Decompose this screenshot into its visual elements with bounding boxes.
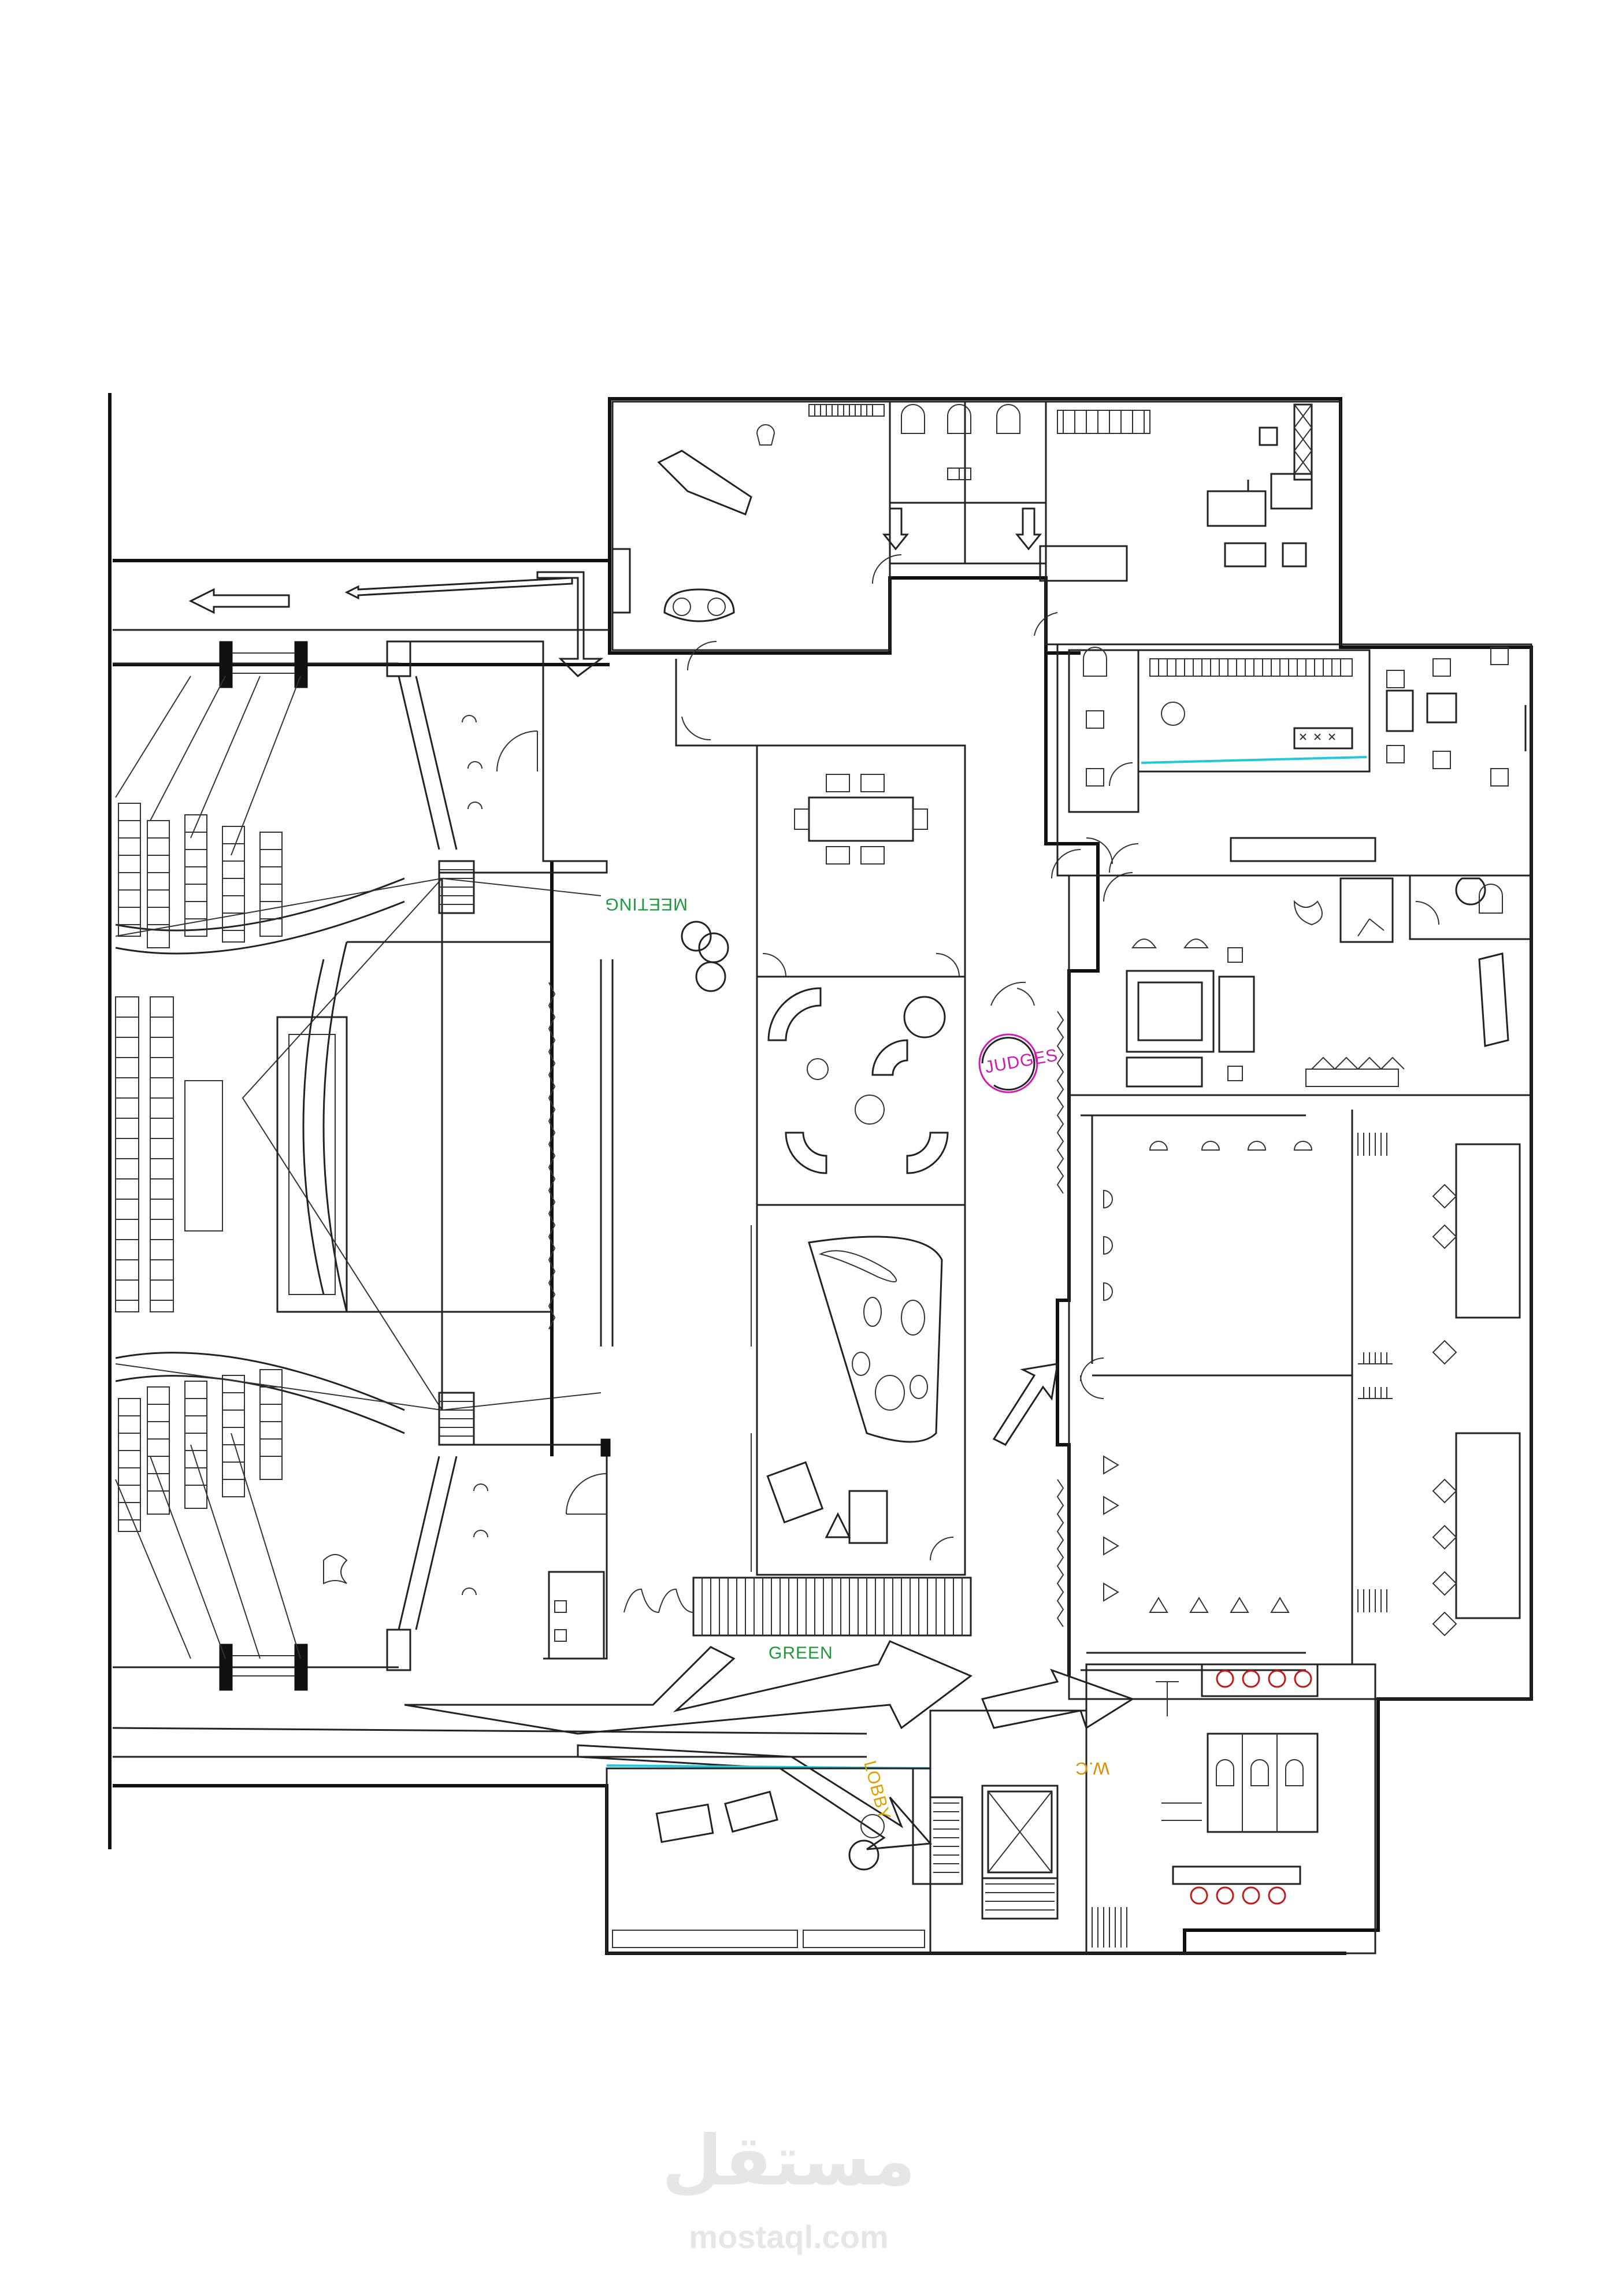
green-room-stairs xyxy=(623,1577,972,1637)
round-table xyxy=(681,921,712,952)
meeting-table xyxy=(808,796,914,842)
lounge-area xyxy=(751,975,966,1576)
seat-rows-upper xyxy=(118,803,283,948)
seating-center xyxy=(115,996,223,1312)
column xyxy=(219,1644,233,1691)
flow-arrow-left-icon xyxy=(188,588,290,614)
room-label-wc: W.C xyxy=(1075,1759,1109,1778)
room-label-meeting: MEETING xyxy=(604,895,688,914)
flow-arrow-down-icon xyxy=(536,571,604,677)
seating-lower xyxy=(115,1352,405,1659)
sculpture-table xyxy=(808,1236,943,1443)
room-label-green: GREEN xyxy=(769,1644,833,1663)
flow-arrow-right-icon xyxy=(404,1640,973,1735)
flow-arrow-right-icon xyxy=(981,1668,1135,1730)
backstage-rooms xyxy=(386,640,611,1671)
flow-arrow-down-right-icon xyxy=(577,1744,933,1850)
wc xyxy=(1085,1663,1376,1954)
top-foyer xyxy=(113,548,631,677)
bottom-corridor xyxy=(112,1640,1135,1850)
column xyxy=(294,641,308,688)
wheelchair-icon xyxy=(323,1554,348,1585)
judges-corridor xyxy=(978,653,1133,1676)
meeting-room xyxy=(675,641,966,1572)
right-suite xyxy=(1056,643,1532,877)
judges-marker-icon xyxy=(978,1033,1038,1093)
room-label-judges: JUDGES xyxy=(983,1045,1059,1077)
lobby xyxy=(606,1767,931,1954)
stair-core xyxy=(929,1709,1087,1954)
column xyxy=(294,1644,308,1691)
entry-door xyxy=(623,1588,694,1613)
glazing-line xyxy=(1141,756,1367,764)
column xyxy=(219,641,233,688)
stage-curtain xyxy=(548,982,556,1330)
watermark-arabic: مستقل xyxy=(662,2121,916,2201)
auditorium xyxy=(113,641,602,1691)
seating-upper xyxy=(115,676,405,955)
flow-arrow-left-icon xyxy=(344,577,573,600)
flow-arrow-up-right-icon xyxy=(992,1363,1059,1446)
top-suites xyxy=(611,400,1342,651)
dressing-rooms xyxy=(1068,1094,1532,1700)
piano xyxy=(657,450,752,515)
judges-lounge xyxy=(1068,874,1532,1096)
stage xyxy=(276,860,614,1456)
watermark-latin: mostaql.com xyxy=(689,2219,888,2255)
